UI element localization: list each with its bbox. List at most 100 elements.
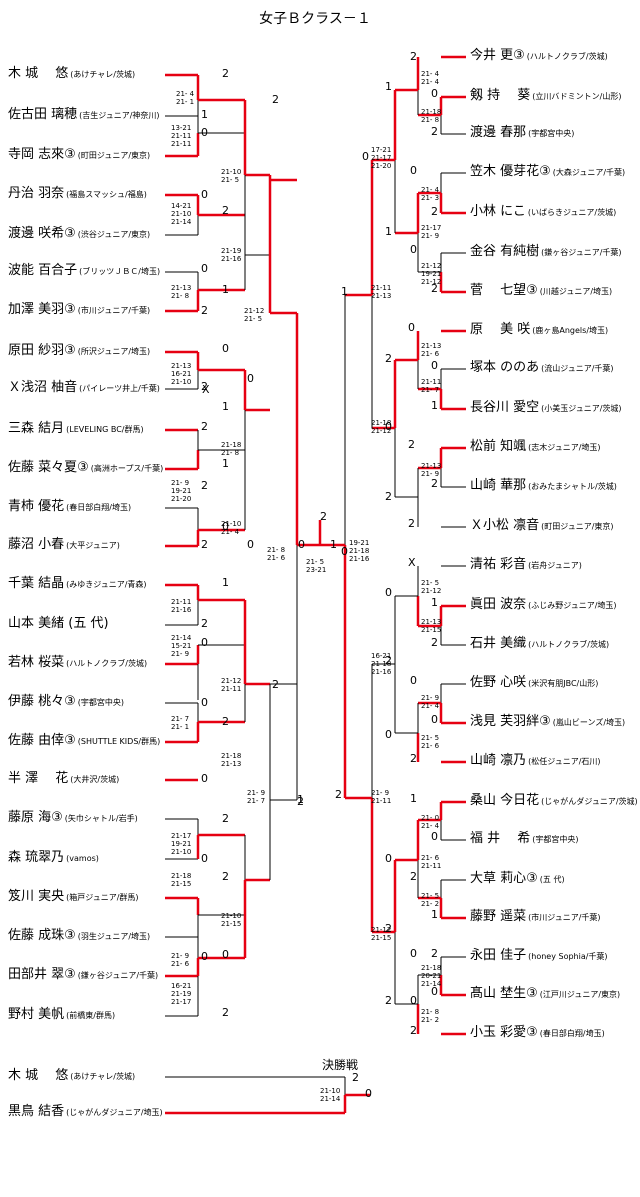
result-mark: 2 [385, 922, 392, 935]
result-mark: 0 [410, 674, 417, 687]
result-mark: 1 [410, 792, 417, 805]
player-name: 山崎 華那 [470, 478, 527, 493]
player-affiliation: (宇都宮中央) [77, 698, 125, 707]
left-player: 山本 美緒 (五 代) [8, 616, 111, 633]
left-player: 笈川 実央(箱戸ジュニア/群馬) [8, 889, 139, 906]
result-mark: 1 [385, 225, 392, 238]
player-name: 渡邊 春那 [470, 125, 527, 140]
result-mark: 2 [352, 1071, 359, 1084]
result-mark: 2 [431, 477, 438, 490]
result-mark: 2 [385, 352, 392, 365]
player-name: 大草 莉心③ [470, 871, 538, 886]
player-affiliation: (羽生ジュニア/埼玉) [77, 932, 151, 941]
right-player: 小玉 彩愛③(春日部白翔/埼玉) [470, 1025, 605, 1042]
result-mark: 2 [408, 517, 415, 530]
result-mark: 2 [335, 788, 342, 801]
left-player: 原田 紗羽③(所沢ジュニア/埼玉) [8, 343, 150, 360]
player-affiliation: (五 代) [539, 875, 565, 884]
player-name: 渡邊 咲希③ [8, 226, 76, 241]
player-name: 清祐 彩音 [470, 557, 527, 572]
result-mark: 2 [408, 438, 415, 451]
result-mark: 2 [385, 654, 392, 667]
result-mark: 2 [431, 636, 438, 649]
player-affiliation: (江戸川ジュニア/東京) [539, 990, 621, 999]
player-name: 藤野 遥菜 [470, 909, 527, 924]
player-affiliation: (町田ジュニア/東京) [77, 151, 151, 160]
final-player: 木 城 悠(あけチャレ/茨城) [8, 1068, 135, 1085]
right-player: 藤野 遥菜(市川ジュニア/千葉) [470, 909, 601, 926]
player-name: 田部井 翠③ [8, 967, 76, 982]
right-player: 菅 七望③(川越ジュニア/埼玉) [470, 283, 612, 300]
player-name: Ｘ小松 凛音 [470, 518, 540, 533]
player-affiliation: (渋谷ジュニア/東京) [77, 230, 151, 239]
player-name: 佐藤 由倖③ [8, 733, 76, 748]
player-affiliation: (ハルトノクラブ/茨城) [526, 52, 608, 61]
right-player: 眞田 波奈(ふじみ野ジュニア/埼玉) [470, 597, 617, 614]
player-affiliation: (あけチャレ/茨城) [70, 70, 136, 79]
left-player: 波能 百合子(ブリッツＪＢＣ/埼玉) [8, 263, 160, 280]
player-name: 波能 百合子 [8, 263, 78, 278]
player-name: 千葉 結晶 [8, 576, 65, 591]
left-player: 渡邊 咲希③(渋谷ジュニア/東京) [8, 226, 150, 243]
result-mark: 1 [297, 793, 304, 806]
right-player: 佐野 心咲(米沢有朋JBC/山形) [470, 675, 598, 692]
player-affiliation: (ふじみ野ジュニア/埼玉) [528, 601, 617, 610]
player-name: 木 城 悠 [8, 66, 69, 81]
player-name: 丹治 羽奈 [8, 186, 65, 201]
result-mark: 2 [201, 304, 208, 317]
player-affiliation: (小美玉ジュニア/茨城) [541, 404, 622, 413]
left-player: 佐藤 成珠③(羽生ジュニア/埼玉) [8, 928, 150, 945]
player-name: 藤原 海③ [8, 810, 63, 825]
player-name: 森 琉翠乃 [8, 850, 65, 865]
result-mark: 0 [247, 372, 254, 385]
result-mark: 2 [320, 510, 327, 523]
player-name: 笠木 優芽花③ [470, 164, 551, 179]
result-mark: 2 [222, 812, 229, 825]
left-player: 佐古田 璃穂(吉生ジュニア/神奈川) [8, 107, 160, 124]
player-affiliation: (高洲ホープス/千葉) [90, 464, 164, 473]
result-mark: X [202, 383, 210, 396]
player-affiliation: (市川ジュニア/千葉) [77, 306, 151, 315]
result-mark: 2 [410, 870, 417, 883]
player-name: 小林 にこ [470, 204, 526, 219]
right-player: 松前 知颯(志木ジュニア/埼玉) [470, 439, 601, 456]
result-mark: 2 [222, 715, 229, 728]
result-mark: 2 [410, 1024, 417, 1037]
player-affiliation: (パイレーツ井上/千葉) [79, 384, 160, 393]
player-name: 佐藤 成珠③ [8, 928, 76, 943]
result-mark: 1 [222, 457, 229, 470]
result-mark: 0 [431, 830, 438, 843]
result-mark: X [408, 556, 416, 569]
player-affiliation: (吉生ジュニア/神奈川) [79, 111, 160, 120]
result-mark: 0 [408, 321, 415, 334]
player-affiliation: (志木ジュニア/埼玉) [528, 443, 601, 452]
left-player: 寺岡 志來③(町田ジュニア/東京) [8, 147, 150, 164]
player-affiliation: (春日部白翔/埼玉) [539, 1029, 605, 1038]
result-mark: 2 [385, 994, 392, 1007]
left-player: 田部井 翠③(鎌ヶ谷ジュニア/千葉) [8, 967, 158, 984]
result-mark: 2 [222, 870, 229, 883]
result-mark: 1 [201, 108, 208, 121]
result-mark: 0 [222, 520, 229, 533]
result-mark: 2 [410, 752, 417, 765]
player-affiliation: (春日部白翔/埼玉) [66, 503, 132, 512]
right-player: Ｘ小松 凛音(町田ジュニア/東京) [470, 518, 614, 535]
